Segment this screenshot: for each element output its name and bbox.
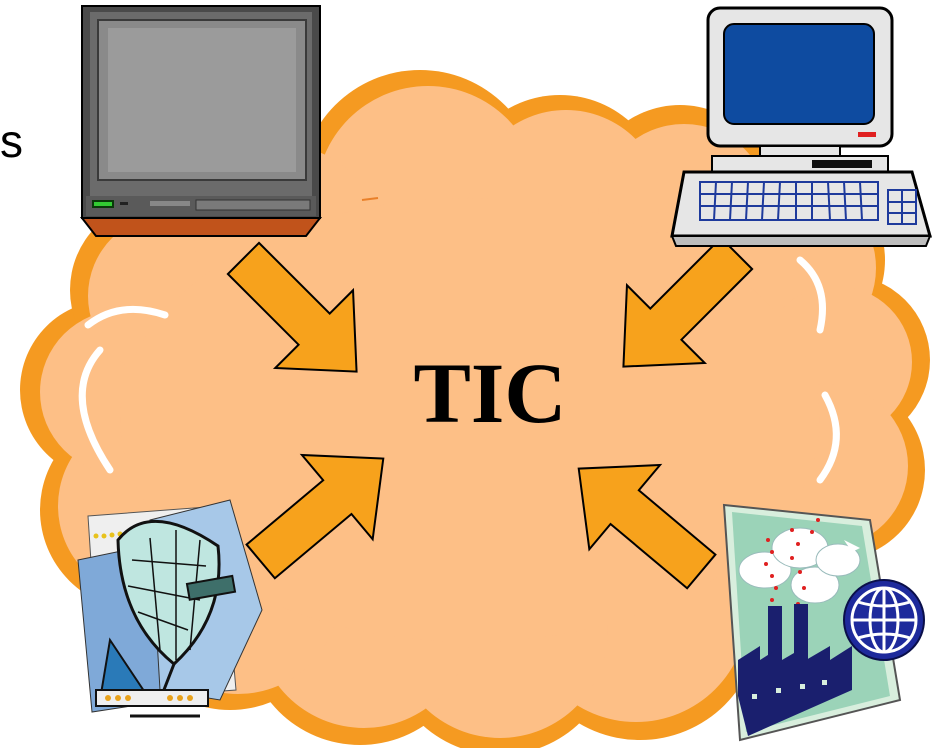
cloud-mark: [361, 197, 379, 201]
factory-globe-icon: [722, 503, 925, 742]
arrow-top-right: [622, 236, 754, 368]
television-icon: [79, 5, 323, 237]
arrow-bottom-left: [245, 453, 385, 580]
desktop-computer-icon: [670, 6, 932, 247]
arrow-bottom-right: [577, 463, 717, 590]
satellite-dish-icon: [77, 499, 263, 718]
center-label-tic: TIC: [413, 345, 567, 441]
left-edge-text: s: [0, 115, 23, 167]
arrow-top-left: [226, 241, 358, 373]
